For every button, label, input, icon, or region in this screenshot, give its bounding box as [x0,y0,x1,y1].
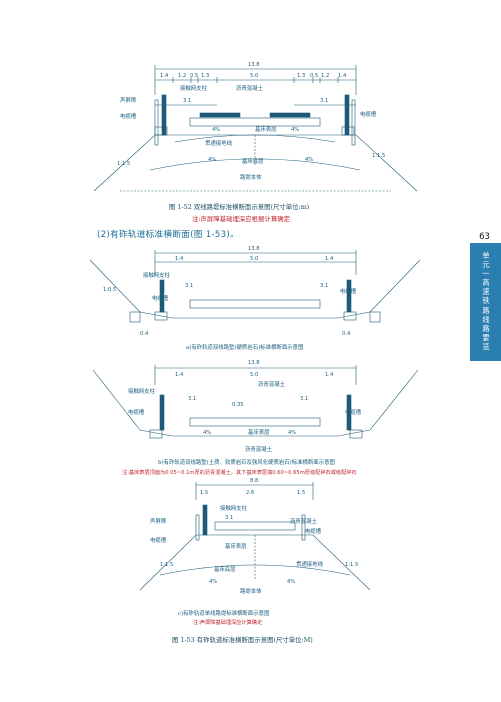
grade-left: 4% [212,127,220,133]
label-surface-c: 基床表层 [225,542,247,550]
dim-label: 1.4 [160,73,169,79]
label-cable-trough-left: 电缆槽 [120,112,137,120]
label-cable-trough-a-right: 电缆槽 [340,287,357,295]
slope-c: 1:1.5 [160,562,173,568]
fig-1-53c-drawing [139,482,371,591]
grade-right-2: 4% [305,157,313,163]
label-cable-trough-c-right: 电缆槽 [305,527,322,535]
section-heading: (2)有砟轨道标准横断面(图 1-53)。 [97,230,239,240]
dim-label: 1.4 [325,372,334,378]
dim-label: 1.3 [201,73,209,79]
slope-left: 1:1.5 [117,161,130,167]
label-bottom-layer: 基床底层 [242,157,264,165]
dim-label: 1.3 [297,73,305,79]
label-embankment-c: 路堤本体 [240,587,262,595]
label-bottom-c: 基床底层 [214,565,236,573]
grade-b: 4% [203,430,211,436]
dim-label: 0.5 [190,73,198,79]
label-contact-pole-a: 接触网支柱 [143,271,171,279]
label-cable-trough-right: 电缆槽 [360,110,377,118]
label-asphalt-b: 沥青混凝土 [258,380,286,388]
dim-label: 0.5 [310,73,318,79]
dim-half-b-right: 3.1 [300,396,308,402]
dim-label: 1.4 [338,73,347,79]
dim-label: 1.2 [178,73,186,79]
label-surface-layer: 基床表层 [255,125,277,133]
label-asphalt: 沥青混凝土 [236,84,264,92]
label-asphalt-c: 沥青混凝土 [290,517,318,525]
val-a-right: 0.4 [342,331,351,337]
dim-label: 1.2 [321,73,329,79]
dim-half-a-right: 3.1 [320,283,328,289]
val-a-left: 0.4 [140,331,149,337]
grade-b-right: 4% [288,430,296,436]
fig-1-52-caption: 图 1-52 双线路堤标准横断面示意图(尺寸单位:m) [169,203,310,211]
dim-label: 1.4 [175,372,184,378]
dim-total-a: 13.8 [248,246,260,252]
dim-half-left: 3.1 [183,98,191,104]
label-sound-barrier: 声屏障 [120,96,137,104]
fig-1-53a-text: 13.8 1.4 5.0 1.4 3.1 3.1 接触网支柱 电缆槽 电缆槽 1… [103,246,357,351]
label-contact-pole-c: 接触网支柱 [220,504,248,512]
fig-1-53b-text: 13.8 1.4 5.0 1.4 3.1 3.1 接触网支柱 沥青混凝土 电缆槽… [122,360,362,476]
caption-c: c)有砟轨道单线路堤标准横断面示意图 [178,609,269,617]
dim-label: 5.0 [250,256,258,262]
label-cable-trough-a: 电缆槽 [152,294,169,302]
fig-1-52-text: 13.8 1.4 1.2 0.5 1.3 5.0 1.3 0.5 1.2 1.4… [117,62,385,181]
fig-1-52-note: 注:声屏障基础埋深应根据计算确定 [192,215,291,223]
label-sound-barrier-c: 声屏障 [150,517,167,525]
label-surface-b: 基床表层 [248,428,270,436]
dim-half-b: 3.1 [188,396,196,402]
dim-total-b: 13.8 [248,360,260,366]
slope-a: 1:0.5 [103,287,116,293]
dim-label: 5.0 [250,372,258,378]
note-b: 注:基床表层顶面为0.05~0.1m厚的沥青混凝土。其下基床表层填0.60~0.… [122,468,357,476]
label-grounding: 贯通接地线 [205,139,233,147]
label-cable-trough-c: 电缆槽 [150,536,167,544]
dim-half-c: 3.1 [225,515,233,521]
dim-half-right: 3.1 [320,98,328,104]
label-contact-pole-b: 接触网支柱 [128,387,156,395]
dim-label: 1.4 [175,256,184,262]
label-asphalt-b2: 沥青混凝土 [245,445,273,453]
grade-right: 4% [291,127,299,133]
note-c: 注:声屏障基础埋深应计算确定 [193,618,262,626]
fig-1-52-drawing [93,65,418,192]
slope-right: 1:1.5 [372,153,385,159]
dim-label: 5.0 [250,73,258,79]
label-cable-trough-b: 电缆槽 [128,408,145,416]
fig-1-53b-drawing [92,365,419,439]
label-contact-pole: 接触网支柱 [180,84,208,92]
dim-half-a: 3.1 [185,283,193,289]
label-grounding-c: 贯通接地线 [296,560,324,568]
dim-label: 1.4 [325,256,334,262]
dim-total-c: 8.8 [250,478,258,484]
dim-label: 1.5 [200,490,208,496]
fig-1-53c-text: 8.8 1.5 2.6 1.5 3.1 接触网支柱 声屏障 电缆槽 沥青混凝土 … [150,478,358,626]
grade-left-2: 4% [208,157,216,163]
caption-b: b)有砟轨道双线路堑(土质、软质岩石及强风化硬质岩石)标准横断面示意图 [158,458,335,466]
grade-c-right: 4% [287,579,295,585]
dim-label: 1.5 [297,490,305,496]
slope-c-right: 1:1.5 [345,562,358,568]
fig-1-53a-drawing [89,250,421,323]
dim-total: 13.8 [248,62,260,68]
chapter-tab [470,243,501,361]
page-number: 63 [479,232,490,242]
grade-c: 4% [209,579,217,585]
caption-a: a)有砟轨道双线路堑(硬质岩石)标准横断面示意图 [186,343,303,351]
val-035: 0.35 [232,402,244,408]
label-embankment: 路堤本体 [240,173,262,181]
fig-1-53-caption: 图 1-53 有砟轨道标准横断面示意图(尺寸单位:M) [172,636,313,644]
label-cable-trough-b-right: 电缆槽 [345,408,362,416]
chapter-tab-label: 单元一 高速铁路线路要览 [482,251,490,351]
dim-label: 2.6 [246,490,254,496]
